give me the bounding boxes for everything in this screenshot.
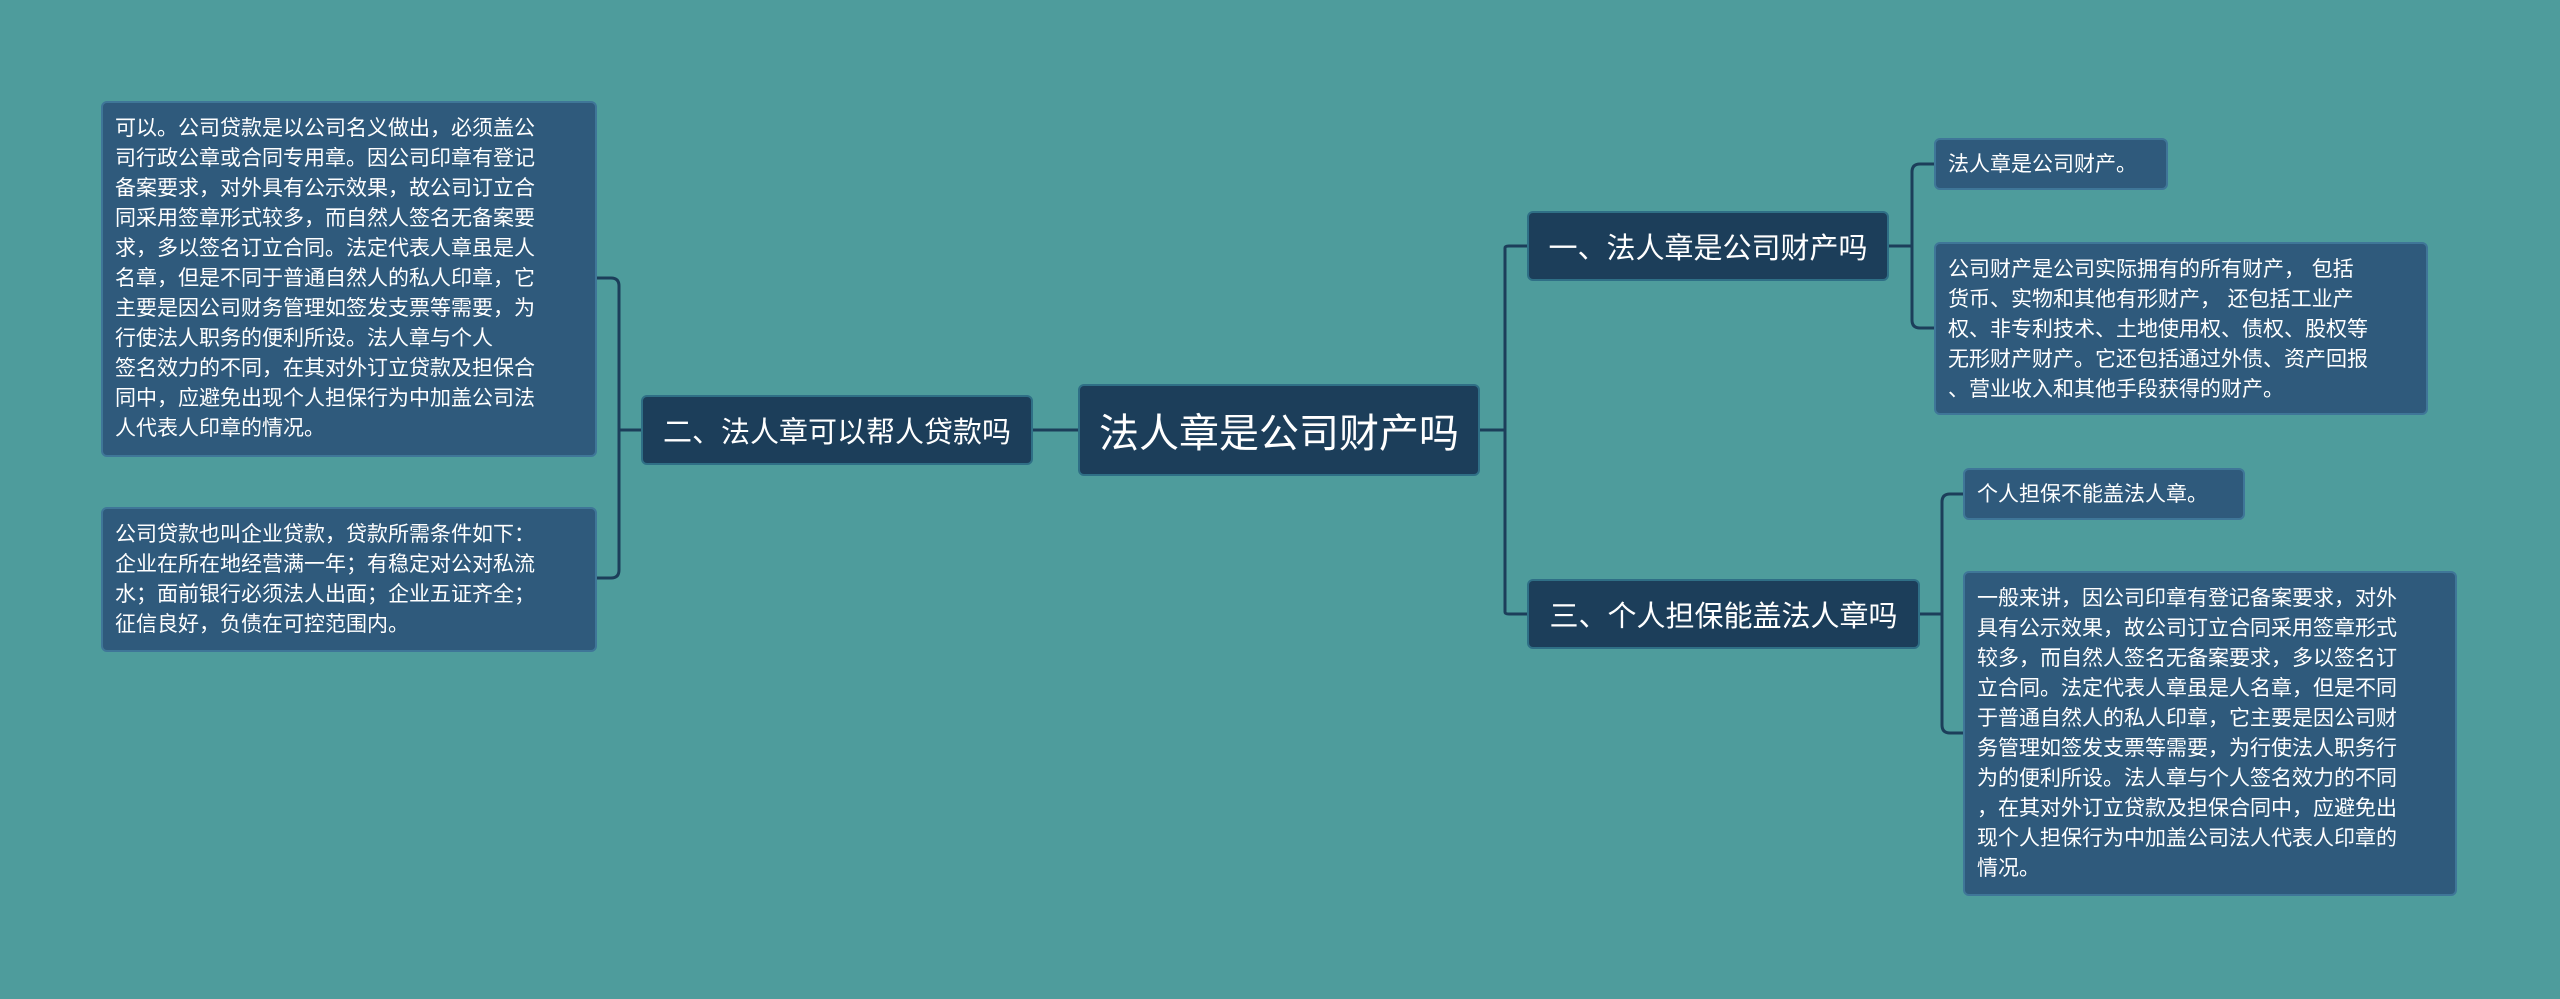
branch-node-2[interactable]: 二、法人章可以帮人贷款吗 bbox=[641, 395, 1033, 465]
connector-branch2-leaf2 bbox=[597, 428, 641, 580]
leaf-node-2-1[interactable]: 可以。公司贷款是以公司名义做出，必须盖公 司行政公章或合同专用章。因公司印章有登… bbox=[101, 101, 597, 457]
connector-branch1-leaf1 bbox=[1889, 162, 1934, 248]
connector-branch3-leaf2 bbox=[1920, 612, 1963, 735]
root-node[interactable]: 法人章是公司财产吗 bbox=[1078, 384, 1480, 476]
connector-branch1-leaf2 bbox=[1889, 244, 1934, 330]
connector-branch3-leaf1 bbox=[1920, 492, 1963, 616]
leaf-node-2-2[interactable]: 公司贷款也叫企业贷款，贷款所需条件如下： 企业在所在地经营满一年；有稳定对公对私… bbox=[101, 507, 597, 652]
leaf-node-3-2[interactable]: 一般来讲，因公司印章有登记备案要求，对外 具有公示效果，故公司订立合同采用签章形… bbox=[1963, 571, 2457, 896]
branch-node-3[interactable]: 三、个人担保能盖法人章吗 bbox=[1527, 579, 1920, 649]
branch-node-1[interactable]: 一、法人章是公司财产吗 bbox=[1527, 211, 1889, 281]
connector-root-branch3 bbox=[1480, 428, 1527, 616]
connector-root-branch1 bbox=[1480, 244, 1527, 432]
connector-branch2-leaf1 bbox=[597, 276, 641, 432]
leaf-node-1-1[interactable]: 法人章是公司财产。 bbox=[1934, 138, 2168, 190]
leaf-node-3-1[interactable]: 个人担保不能盖法人章。 bbox=[1963, 468, 2245, 520]
leaf-node-1-2[interactable]: 公司财产是公司实际拥有的所有财产， 包括 货币、实物和其他有形财产， 还包括工业… bbox=[1934, 242, 2428, 415]
